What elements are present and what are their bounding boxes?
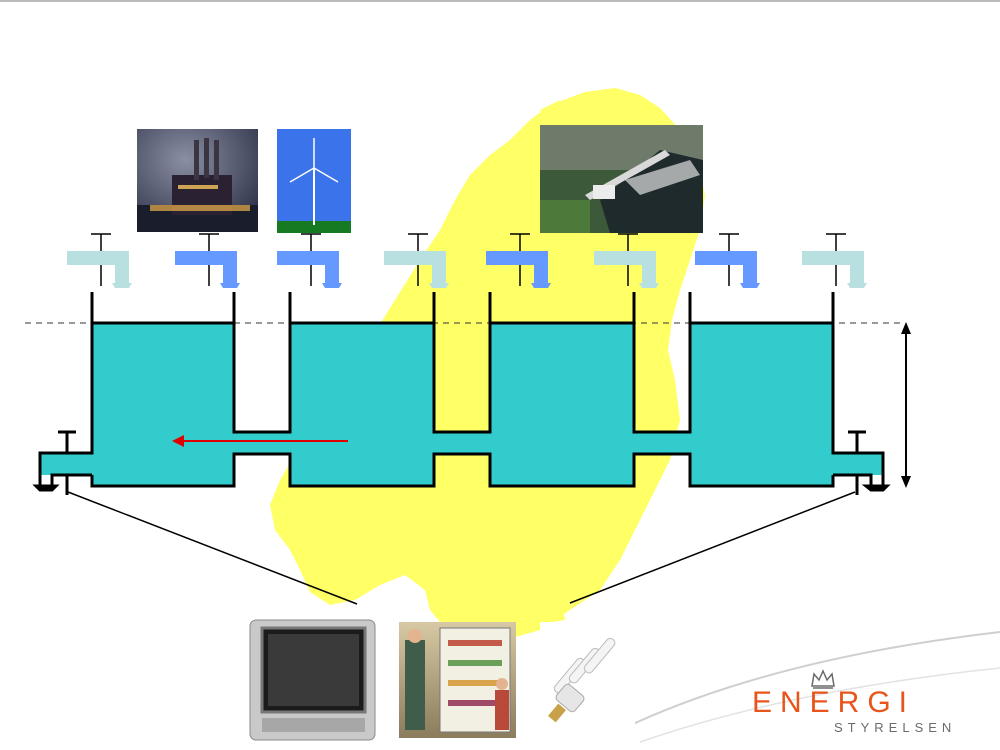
right-outlet-tap [848,430,891,495]
reservoir-water [40,323,883,486]
logo-main-text: ENERGI [752,686,916,719]
inflow-tap-7 [695,233,760,288]
inflow-tap-1 [67,233,132,288]
refrigerator-photo [399,622,516,738]
inflow-tap-3 [277,233,342,288]
inflow-tap-5 [486,233,551,288]
television-photo [249,619,376,741]
level-range-arrow [901,322,911,488]
inflow-taps [67,233,867,288]
logo-swoosh [609,631,1000,736]
left-consumer-line [67,491,358,605]
inflow-tap-2 [175,233,240,288]
flow-arrow [172,435,348,447]
right-consumer-line [569,491,856,604]
inflow-tap-8 [802,233,867,288]
inflow-tap-4 [384,233,449,288]
crown-icon [811,669,835,689]
power-plant-photo [137,129,258,232]
light-bulb-photo [540,622,635,738]
wind-turbine-photo [277,129,351,233]
logo-sub-text: STYRELSEN [834,720,957,735]
left-outlet-tap [32,430,76,495]
hydro-dam-photo [540,125,703,233]
energistyrelsen-logo: ENERGI STYRELSEN [752,668,972,738]
logo-swoosh-2 [639,667,1000,743]
inflow-tap-6 [594,233,659,288]
